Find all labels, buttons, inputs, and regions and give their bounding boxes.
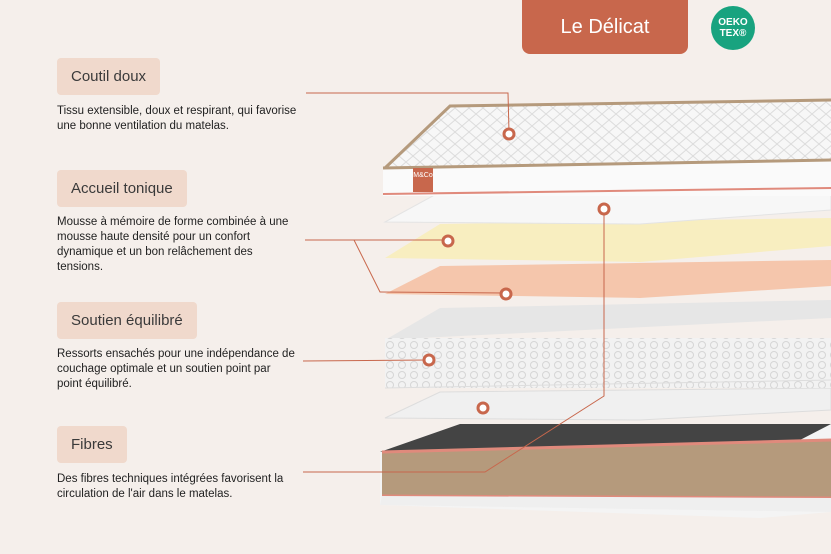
layer-desc-accueil: Mousse à mémoire de forme combinée à une… (57, 216, 289, 273)
marker-peach (499, 287, 513, 301)
layer-desc-coutil: Tissu extensible, doux et respirant, qui… (57, 105, 297, 132)
marker-accueil (441, 234, 455, 248)
product-title: Le Délicat (522, 0, 688, 54)
layer-desc-soutien: Ressorts ensachés pour une indépendance … (57, 348, 295, 390)
memory-foam-layer (385, 218, 831, 262)
brand-logo-text: M&Co (413, 172, 433, 179)
oeko-line1: OEKO (718, 17, 748, 28)
marker-fibres (597, 202, 611, 216)
layer-label-soutien: Soutien équilibré (57, 302, 197, 339)
springs-layer (384, 300, 831, 389)
layer-label-fibres: Fibres (57, 426, 127, 463)
layer-desc-fibres: Des fibres techniques intégrées favorise… (57, 473, 284, 500)
mattress-base-layer (380, 424, 831, 518)
brand-logo-tag (413, 168, 433, 192)
peach-foam-layer (385, 260, 831, 298)
marker-coutil (502, 127, 516, 141)
oeko-line2: TEX® (719, 28, 747, 39)
marker-fibres-layer (476, 401, 490, 415)
top-cover-layer (382, 98, 831, 196)
fibres-layer (384, 387, 831, 421)
layer-label-accueil: Accueil tonique (57, 170, 187, 207)
oeko-tex-badge: OEKO TEX® (711, 6, 755, 50)
layer-label-coutil: Coutil doux (57, 58, 161, 95)
marker-soutien (422, 353, 436, 367)
